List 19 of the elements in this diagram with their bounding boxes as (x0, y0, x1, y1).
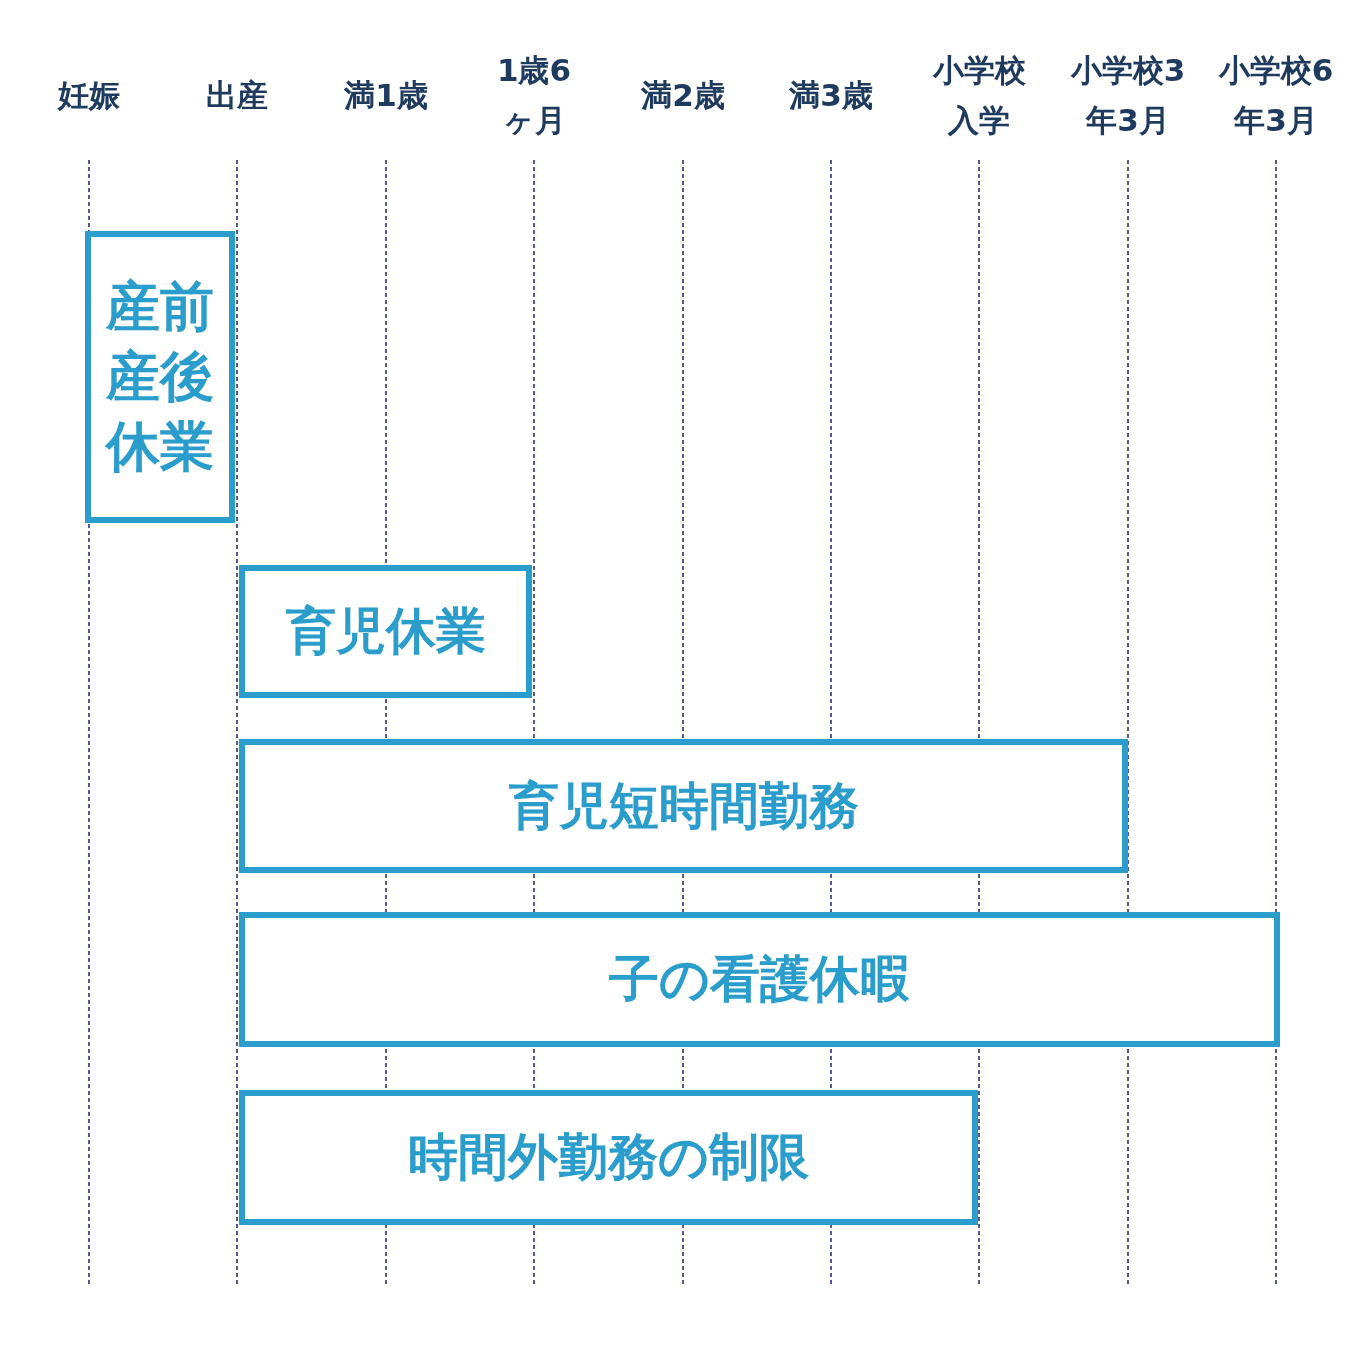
period-label: 子の看護休暇 (609, 949, 910, 1010)
period-bar (239, 739, 1128, 873)
period-label: 時間外勤務の制限 (408, 1127, 809, 1188)
period-bar (239, 1090, 978, 1225)
timeline-label: 満2歳 (641, 76, 725, 115)
period-bar (85, 231, 235, 523)
timeline-label: 満1歳 (344, 76, 428, 115)
period-label: 育児短時間勤務 (508, 775, 859, 837)
period-bar (239, 912, 1280, 1047)
timeline-label: 小学校入学 (931, 51, 1027, 140)
timeline-label: 小学校6年3月 (1217, 51, 1335, 140)
timeline-label: 1歳6ヶ月 (495, 51, 573, 140)
timeline-label: 出産 (206, 76, 268, 115)
timeline-label: 小学校3年3月 (1069, 51, 1187, 140)
period-bar (239, 565, 532, 698)
timeline-label: 妊娠 (58, 76, 120, 115)
period-label: 育児休業 (285, 601, 486, 662)
timeline-label: 満3歳 (789, 76, 873, 115)
period-label: 産前産後休業 (104, 273, 215, 481)
